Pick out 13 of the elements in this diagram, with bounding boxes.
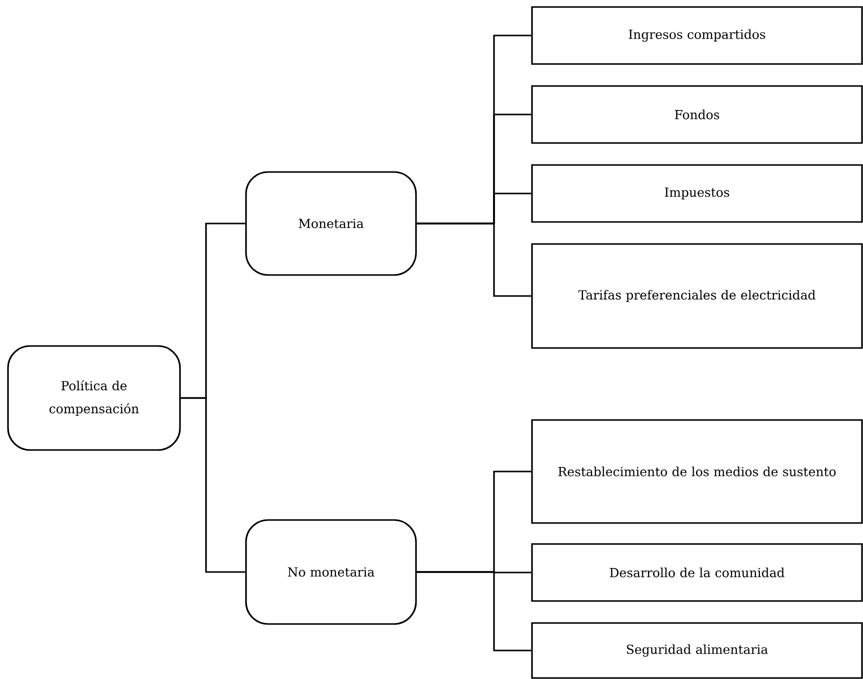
connector-line xyxy=(416,571,532,652)
rounded-box: Monetaria xyxy=(245,171,417,276)
connector-line xyxy=(416,222,532,297)
rectangle-box: Ingresos compartidos xyxy=(531,6,863,65)
rounded-box: Política de compensación xyxy=(7,345,181,451)
rectangle-box: Fondos xyxy=(531,85,863,144)
rectangle-box: Impuestos xyxy=(531,164,863,223)
rectangle-box: Desarrollo de la comunidad xyxy=(531,543,863,602)
rectangle-box: Restablecimiento de los medios de sustento xyxy=(531,419,863,524)
rectangle-box: Tarifas preferenciales de electricidad xyxy=(531,243,863,349)
rectangle-box: Seguridad alimentaria xyxy=(531,622,863,679)
connector-line xyxy=(180,397,246,573)
rounded-box: No monetaria xyxy=(245,519,417,625)
